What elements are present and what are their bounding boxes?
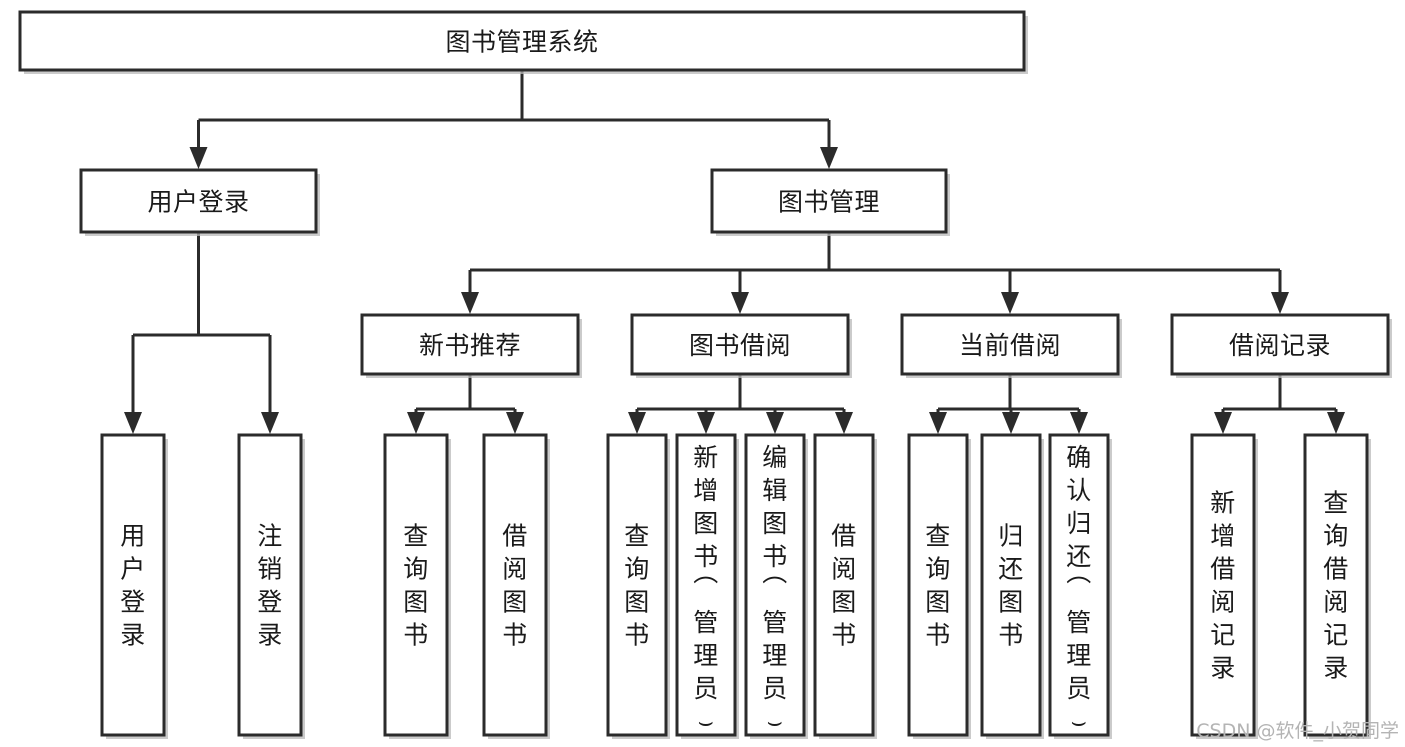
node-box[interactable]: [1048, 433, 1110, 737]
node-label: 借阅记录: [1229, 331, 1331, 360]
node-box[interactable]: [710, 168, 948, 234]
node-box[interactable]: [1190, 433, 1256, 737]
node-label: 新增借阅记录: [1210, 488, 1236, 682]
arrow-head-icon: [835, 412, 853, 434]
node-box[interactable]: [630, 313, 850, 376]
arrow-head-icon: [1070, 412, 1088, 434]
node-box[interactable]: [100, 433, 166, 737]
node-leaf-edit-book-admin[interactable]: 编辑图书⌒管理员⌣: [744, 433, 808, 739]
node-new-book-recommend[interactable]: 新书推荐: [360, 313, 582, 378]
node-borrow-record[interactable]: 借阅记录: [1170, 313, 1392, 378]
node-label: 查询图书: [624, 521, 650, 649]
node-book-management[interactable]: 图书管理: [710, 168, 950, 236]
node-leaf-borrow-book-2[interactable]: 借阅图书: [813, 433, 877, 739]
arrow-head-icon: [766, 412, 784, 434]
node-label: 新书推荐: [419, 331, 521, 360]
node-label: 图书管理: [778, 188, 880, 217]
arrow-head-icon: [697, 412, 715, 434]
node-leaf-return-book[interactable]: 归还图书: [980, 433, 1044, 739]
node-root[interactable]: 图书管理系统: [18, 10, 1028, 74]
arrow-head-icon: [820, 147, 838, 169]
arrow-head-icon: [261, 412, 279, 434]
node-leaf-borrow-book-1[interactable]: 借阅图书: [482, 433, 550, 739]
node-leaf-user-login[interactable]: 用户登录: [100, 433, 168, 739]
node-label: 查询图书: [403, 521, 429, 649]
node-box[interactable]: [980, 433, 1042, 737]
node-box[interactable]: [675, 433, 737, 737]
node-user-login[interactable]: 用户登录: [79, 168, 320, 236]
node-box[interactable]: [813, 433, 875, 737]
node-label: 编辑图书⌒管理员⌣: [762, 443, 788, 736]
arrow-head-icon: [1002, 412, 1020, 434]
arrow-head-icon: [628, 412, 646, 434]
node-label: 借阅图书: [502, 521, 528, 649]
node-label: 图书借阅: [689, 331, 791, 360]
node-label: 注销登录: [257, 521, 283, 649]
node-box[interactable]: [18, 10, 1026, 72]
node-leaf-add-book-admin[interactable]: 新增图书⌒管理员⌣: [675, 433, 739, 739]
node-box[interactable]: [1170, 313, 1390, 376]
node-label: 归还图书: [998, 521, 1024, 649]
node-box[interactable]: [907, 433, 969, 737]
arrow-head-icon: [731, 292, 749, 314]
arrow-head-icon: [461, 292, 479, 314]
node-box[interactable]: [900, 313, 1120, 376]
node-label: 借阅图书: [831, 521, 857, 649]
node-leaf-add-borrow-record[interactable]: 新增借阅记录: [1190, 433, 1258, 739]
node-leaf-confirm-return-admin[interactable]: 确认归还⌒管理员⌣: [1048, 433, 1112, 739]
arrow-head-icon: [506, 412, 524, 434]
nodes-layer: 图书管理系统用户登录图书管理新书推荐图书借阅当前借阅借阅记录用户登录注销登录查询…: [18, 10, 1392, 739]
node-label: 用户登录: [147, 188, 249, 217]
node-label: 图书管理系统: [445, 28, 598, 57]
arrow-head-icon: [1001, 292, 1019, 314]
node-box[interactable]: [606, 433, 668, 737]
node-leaf-query-book-1[interactable]: 查询图书: [383, 433, 451, 739]
node-box[interactable]: [1303, 433, 1369, 737]
node-leaf-logout-login[interactable]: 注销登录: [237, 433, 305, 739]
node-label: 查询借阅记录: [1323, 488, 1349, 682]
arrow-head-icon: [1327, 412, 1345, 434]
node-current-borrow[interactable]: 当前借阅: [900, 313, 1122, 378]
node-leaf-query-borrow-record[interactable]: 查询借阅记录: [1303, 433, 1371, 739]
node-label: 确认归还⌒管理员⌣: [1066, 443, 1092, 736]
node-box[interactable]: [482, 433, 548, 737]
arrow-head-icon: [1271, 292, 1289, 314]
node-leaf-query-book-2[interactable]: 查询图书: [606, 433, 670, 739]
node-label: 当前借阅: [959, 331, 1061, 360]
node-leaf-query-book-3[interactable]: 查询图书: [907, 433, 971, 739]
node-box[interactable]: [360, 313, 580, 376]
node-box[interactable]: [744, 433, 806, 737]
arrow-head-icon: [407, 412, 425, 434]
arrow-head-icon: [1214, 412, 1232, 434]
node-box[interactable]: [383, 433, 449, 737]
arrow-head-icon: [929, 412, 947, 434]
node-label: 查询图书: [925, 521, 951, 649]
node-box[interactable]: [237, 433, 303, 737]
node-box[interactable]: [79, 168, 318, 234]
arrow-head-icon: [189, 147, 208, 169]
node-label: 新增图书⌒管理员⌣: [693, 443, 719, 736]
node-label: 用户登录: [120, 521, 146, 649]
connectors-layer: [124, 70, 1345, 434]
node-book-borrow[interactable]: 图书借阅: [630, 313, 852, 378]
arrow-head-icon: [124, 412, 142, 434]
